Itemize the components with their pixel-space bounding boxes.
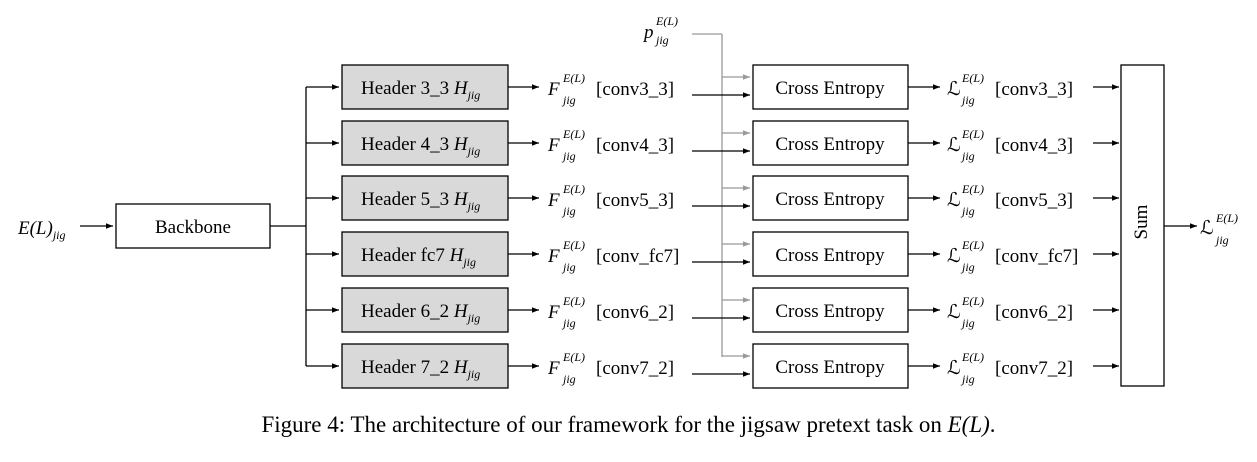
loss-tag: [conv_fc7] [995, 246, 1078, 267]
row-6: Header 7_2 Hjig FE(L)jig [conv7_2] Cross En… [306, 343, 1119, 389]
header-box [341, 120, 509, 166]
cross-entropy-box [752, 231, 909, 277]
loss-tag: [conv3_3] [995, 79, 1073, 100]
cross-entropy-box [752, 175, 909, 221]
header-label: Header 5_3 Hjig [361, 189, 480, 213]
cross-entropy-label: Cross Entropy [775, 78, 885, 99]
cross-entropy-label: Cross Entropy [775, 134, 885, 155]
cross-entropy-box [752, 343, 909, 389]
loss-symbol: ℒE(L)jig [947, 238, 984, 274]
header-label: Header 6_2 Hjig [361, 301, 480, 325]
input-label: E(L)jig [17, 218, 66, 242]
row-5: Header 6_2 Hjig FE(L)jig [conv6_2] Cross En… [306, 287, 1119, 333]
header-box [341, 64, 509, 110]
header-label: Header 7_2 Hjig [361, 357, 480, 381]
feature-tag: [conv_fc7] [596, 246, 679, 267]
loss-symbol: ℒE(L)jig [947, 294, 984, 330]
row-1: Header 3_3 Hjig FE(L)jig [conv3_3] Cross En… [306, 64, 1119, 110]
cross-entropy-box [752, 64, 909, 110]
header-box [341, 175, 509, 221]
cross-entropy-box [752, 120, 909, 166]
figure-caption: Figure 4: The architecture of our framew… [0, 412, 1257, 438]
feature-tag: [conv3_3] [596, 79, 674, 100]
cross-entropy-label: Cross Entropy [775, 245, 885, 266]
cross-entropy-box [752, 287, 909, 333]
loss-symbol: ℒE(L)jig [947, 350, 984, 386]
feature-symbol: FE(L)jig [547, 294, 585, 330]
row-2: Header 4_3 Hjig FE(L)jig [conv4_3] Cross En… [306, 120, 1119, 166]
header-label: Header 4_3 Hjig [361, 134, 480, 158]
loss-symbol: ℒE(L)jig [947, 127, 984, 163]
sum-label: Sum [1131, 204, 1152, 239]
feature-symbol: FE(L)jig [547, 127, 585, 163]
feature-symbol: FE(L)jig [547, 350, 585, 386]
loss-tag: [conv4_3] [995, 135, 1073, 156]
backbone-label: Backbone [155, 217, 231, 238]
loss-tag: [conv7_2] [995, 358, 1073, 379]
caption-end: . [989, 412, 996, 437]
feature-tag: [conv7_2] [596, 358, 674, 379]
row-4: Header fc7 Hjig FE(L)jig [conv_fc7] Cross E… [306, 231, 1119, 277]
caption-text: Figure 4: The architecture of our framew… [261, 412, 948, 437]
header-box [341, 343, 509, 389]
header-label: Header fc7 Hjig [361, 245, 476, 269]
caption-math: E(L) [947, 412, 990, 437]
prob-label: pE(L)jig [642, 14, 678, 47]
header-box [341, 231, 509, 277]
cross-entropy-label: Cross Entropy [775, 357, 885, 378]
cross-entropy-label: Cross Entropy [775, 189, 885, 210]
feature-tag: [conv5_3] [596, 190, 674, 211]
sum-box [1120, 64, 1165, 387]
feature-symbol: FE(L)jig [547, 238, 585, 274]
header-label: Header 3_3 Hjig [361, 78, 480, 102]
loss-symbol: ℒE(L)jig [947, 182, 984, 218]
feature-tag: [conv6_2] [596, 302, 674, 323]
loss-tag: [conv5_3] [995, 190, 1073, 211]
loss-symbol: ℒE(L)jig [947, 71, 984, 107]
feature-symbol: FE(L)jig [547, 71, 585, 107]
loss-tag: [conv6_2] [995, 302, 1073, 323]
cross-entropy-label: Cross Entropy [775, 301, 885, 322]
feature-symbol: FE(L)jig [547, 182, 585, 218]
row-3: Header 5_3 Hjig FE(L)jig [conv5_3] Cross En… [306, 175, 1119, 221]
feature-tag: [conv4_3] [596, 135, 674, 156]
header-box [341, 287, 509, 333]
